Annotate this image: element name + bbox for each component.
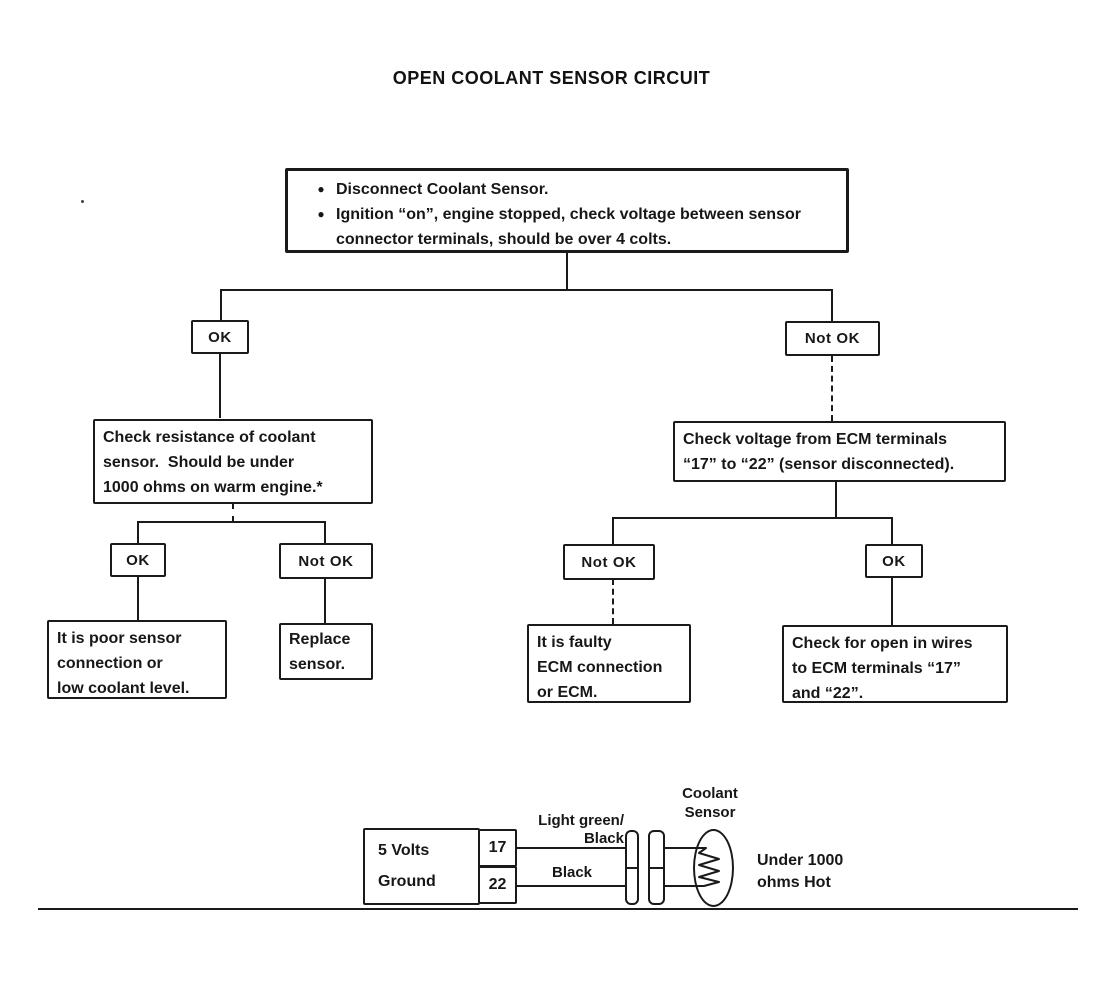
page-title: OPEN COOLANT SENSOR CIRCUIT bbox=[392, 68, 711, 88]
connector-line bbox=[831, 289, 833, 322]
connector-line bbox=[831, 356, 833, 421]
wire-to-sensor-top bbox=[664, 847, 706, 849]
connector-plug-icon bbox=[648, 830, 665, 905]
wire-to-sensor-bottom bbox=[664, 885, 704, 887]
result-open-wires-box: Check for open in wires to ECM terminals… bbox=[782, 625, 1008, 703]
decision-ok-left-sub: OK bbox=[110, 543, 166, 577]
connector-line bbox=[324, 521, 326, 544]
ecm-5v-label: 5 Volts bbox=[378, 842, 430, 860]
wire-color-label-bottom: Black bbox=[552, 864, 593, 881]
wire-color-label-top: Light green/ Black bbox=[538, 812, 624, 847]
connector-line bbox=[835, 482, 837, 518]
connector-line-split3 bbox=[613, 517, 893, 519]
decision-ok-left: OK bbox=[191, 320, 249, 354]
ecm-ground-label: Ground bbox=[378, 872, 436, 890]
connector-line bbox=[232, 503, 234, 522]
instruction-item: ● Ignition “on”, engine stopped, check v… bbox=[306, 202, 836, 252]
connector-line bbox=[891, 578, 893, 625]
connector-line bbox=[612, 579, 614, 624]
connector-line bbox=[219, 354, 221, 418]
coolant-sensor-ellipse bbox=[693, 829, 734, 907]
terminal-22-box: 22 bbox=[478, 866, 517, 904]
connector-line bbox=[137, 577, 139, 620]
instruction-item: ● Disconnect Coolant Sensor. bbox=[306, 177, 836, 202]
connector-plug-icon bbox=[625, 830, 639, 905]
resistor-icon bbox=[698, 847, 720, 887]
bottom-rule bbox=[38, 908, 1078, 910]
terminal-17-box: 17 bbox=[478, 829, 517, 867]
decision-notok-right: Not OK bbox=[785, 321, 880, 356]
result-replace-sensor-box: Replace sensor. bbox=[279, 623, 373, 680]
bullet-icon: ● bbox=[317, 207, 325, 221]
connector-line bbox=[137, 521, 139, 544]
connector-line-split1 bbox=[221, 289, 832, 291]
decision-notok-right-sub: Not OK bbox=[563, 544, 655, 580]
action-check-voltage-box: Check voltage from ECM terminals “17” to… bbox=[673, 421, 1006, 482]
connector-line-start bbox=[566, 253, 568, 290]
result-faulty-ecm-box: It is faulty ECM connection or ECM. bbox=[527, 624, 691, 703]
bullet-icon: ● bbox=[317, 182, 325, 196]
scan-speck bbox=[81, 200, 84, 203]
connector-line bbox=[891, 517, 893, 545]
resistance-note: Under 1000 ohms Hot bbox=[757, 852, 844, 891]
decision-ok-right-sub: OK bbox=[865, 544, 923, 578]
instruction-text: Ignition “on”, engine stopped, check vol… bbox=[336, 206, 801, 248]
ecm-box: 5 Volts Ground bbox=[363, 828, 480, 905]
connector-line bbox=[612, 517, 614, 545]
instruction-text: Disconnect Coolant Sensor. bbox=[336, 181, 549, 198]
action-check-resistance-box: Check resistance of coolant sensor. Shou… bbox=[93, 419, 373, 504]
connector-line-split2 bbox=[137, 521, 326, 523]
connector-line bbox=[324, 578, 326, 623]
result-poor-connection-box: It is poor sensor connection or low cool… bbox=[47, 620, 227, 699]
decision-notok-left-sub: Not OK bbox=[279, 543, 373, 579]
wire-terminal-17 bbox=[517, 847, 625, 849]
start-instructions-box: ● Disconnect Coolant Sensor. ● Ignition … bbox=[285, 168, 849, 253]
wire-terminal-22 bbox=[517, 885, 625, 887]
coolant-sensor-label: Coolant Sensor bbox=[682, 785, 738, 821]
connector-line bbox=[220, 289, 222, 320]
